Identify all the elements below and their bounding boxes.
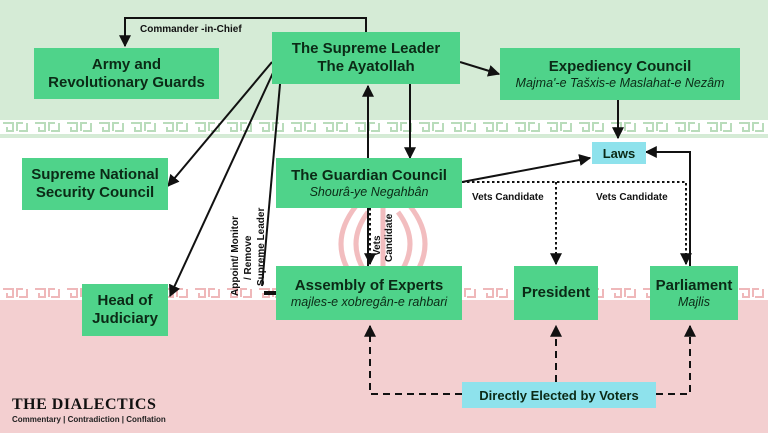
directly-elected-by-voters-box: Directly Elected by Voters — [462, 382, 656, 408]
expediency-subtitle: Majma'-e Tašxis-e Maslahat-e Nezâm — [515, 75, 725, 90]
supreme-leader-line1: The Supreme Leader — [291, 40, 441, 57]
assembly-title: Assembly of Experts — [294, 276, 444, 294]
candidate-label-vertical: Candidate — [384, 213, 395, 262]
guardian-title: The Guardian Council — [291, 166, 447, 184]
guardian-subtitle: Shourâ-ye Negahbân — [309, 184, 429, 199]
army-line2: Revolutionary Guards — [48, 73, 205, 91]
assembly-of-experts-box: Assembly of Experts majles-e xobregân-e … — [276, 266, 462, 320]
parliament-box: Parliament Majlis — [650, 266, 738, 320]
expediency-title: Expediency Council — [548, 57, 692, 75]
supreme-national-security-council-box: Supreme National Security Council — [22, 158, 168, 210]
voters-label: Directly Elected by Voters — [479, 387, 639, 403]
army-revolutionary-guards-box: Army and Revolutionary Guards — [34, 48, 219, 99]
guardian-council-box: The Guardian Council Shourâ-ye Negahbân — [276, 158, 462, 208]
appoint-monitor-label: Appoint/ Monitor — [230, 216, 241, 296]
arrow-commander-in-chief — [119, 17, 367, 48]
arrow-leader-snsc — [167, 61, 273, 187]
laws-box: Laws — [592, 142, 646, 164]
vets-label-vertical: Vets — [372, 235, 383, 256]
commander-in-chief-label: Commander -in-Chief — [140, 24, 242, 35]
president-title: President — [521, 284, 591, 301]
dashed-voters-assembly — [364, 324, 462, 395]
assembly-subtitle: majles-e xobregân-e rahbari — [290, 294, 448, 309]
arrow-guardian-laws — [461, 154, 592, 183]
parliament-title: Parliament — [655, 276, 733, 294]
laws-label: Laws — [602, 145, 636, 161]
arrow-leader-expediency — [459, 61, 501, 77]
brand-logo: THE DIALECTICS Commentary | Contradictio… — [12, 396, 166, 424]
dashed-voters-parliament — [656, 324, 696, 395]
arrow-leader-judiciary — [169, 61, 279, 298]
judiciary-line2: Judiciary — [92, 310, 158, 327]
vets-candidate-parliament-label: Vets Candidate — [596, 192, 668, 203]
judiciary-line1: Head of — [97, 292, 153, 309]
snsc-line1: Supreme National — [31, 166, 159, 183]
expediency-council-box: Expediency Council Majma'-e Tašxis-e Mas… — [500, 48, 740, 100]
parliament-subtitle: Majlis — [678, 294, 710, 309]
arrow-leader-assembly-appoint — [261, 61, 283, 287]
arrow-parliament-laws — [644, 146, 691, 268]
vets-candidate-president-label: Vets Candidate — [472, 192, 544, 203]
arrow-assembly-leader — [264, 84, 374, 295]
kufic-pattern-top — [0, 120, 768, 134]
remove-label: / Remove — [243, 235, 254, 280]
president-box: President — [514, 266, 598, 320]
supreme-leader-rotated-label: Supreme Leader — [256, 207, 267, 286]
snsc-line2: Security Council — [35, 184, 155, 201]
brand-name: THE DIALECTICS — [12, 396, 157, 413]
head-of-judiciary-box: Head of Judiciary — [82, 284, 168, 336]
supreme-leader-box: The Supreme Leader The Ayatollah — [272, 32, 460, 84]
supreme-leader-line2: The Ayatollah — [317, 58, 415, 75]
army-line1: Army and — [91, 55, 162, 73]
brand-tagline: Commentary | Contradiction | Conflation — [12, 415, 166, 424]
